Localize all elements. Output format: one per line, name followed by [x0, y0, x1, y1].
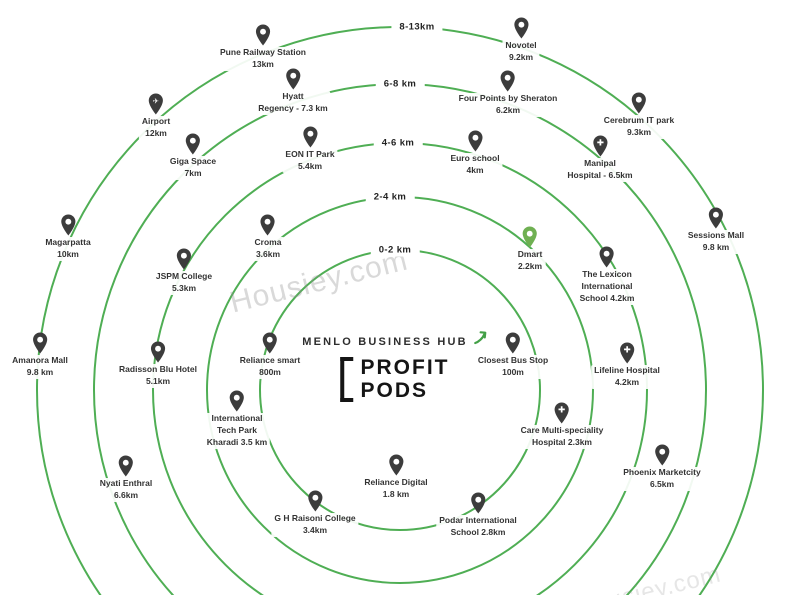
- hospital-pin-icon: [592, 135, 608, 158]
- landmark-radisson-blu-hotel: Radisson Blu Hotel 5.1km: [116, 341, 200, 388]
- landmark-label: Cerebrum IT park 9.3km: [600, 115, 678, 139]
- mall-pin-icon: [708, 207, 724, 230]
- plane-pin-icon: ✈: [148, 93, 164, 116]
- landmark-label: Novotel 9.2km: [502, 40, 540, 64]
- landmark-label: Nyati Enthral 6.6km: [96, 478, 156, 502]
- landmark-label: Reliance Digital 1.8 km: [361, 477, 431, 501]
- hospital-pin-icon: [619, 342, 635, 365]
- landmark-label: Hyatt Regency - 7.3 km: [255, 91, 331, 115]
- bus-pin-icon: [505, 332, 521, 355]
- landmark-label: JSPM College 5.3km: [152, 271, 216, 295]
- school-pin-icon: [307, 490, 323, 513]
- building-pin-icon: [118, 455, 134, 478]
- landmark-label: Phoenix Marketcity 6.5km: [620, 467, 704, 491]
- hotel-pin-icon: [500, 70, 516, 93]
- logo-text: PROFIT PODS: [360, 356, 450, 402]
- landmark-euro-school: Euro school 4km: [447, 130, 503, 177]
- ring-distance-label: 2-4 km: [365, 190, 415, 204]
- landmark-magarpatta: Magarpatta 10km: [42, 214, 94, 261]
- landmark-the-lexicon: The Lexicon International School 4.2km: [576, 246, 638, 305]
- landmark-label: Podar International School 2.8km: [436, 515, 520, 539]
- landmark-croma: Croma 3.6km: [251, 214, 285, 261]
- landmark-cerebrum-it-park: Cerebrum IT park 9.3km: [600, 92, 678, 139]
- landmark-label: Sessions Mall 9.8 km: [684, 230, 748, 254]
- landmark-label: Croma 3.6km: [251, 237, 285, 261]
- landmark-label: Manipal Hospital - 6.5km: [564, 158, 636, 182]
- landmark-pune-railway-station: Pune Railway Station 13km: [217, 24, 309, 71]
- profit-pods-logo: PROFIT PODS: [340, 356, 450, 403]
- building-pin-icon: [631, 92, 647, 115]
- landmark-novotel: Novotel 9.2km: [502, 17, 540, 64]
- landmark-sessions-mall: Sessions Mall 9.8 km: [684, 207, 748, 254]
- landmark-podar-international: Podar International School 2.8km: [436, 492, 520, 539]
- center-hub: MENLO BUSINESS HUB PROFIT PODS: [302, 330, 488, 403]
- landmark-hyatt: Hyatt Regency - 7.3 km: [255, 68, 331, 115]
- landmark-label: EON IT Park 5.4km: [282, 149, 338, 173]
- landmark-label: Airport 12km: [138, 116, 174, 140]
- school-pin-icon: [470, 492, 486, 515]
- landmark-reliance-digital: Reliance Digital 1.8 km: [361, 454, 431, 501]
- train-pin-icon: [255, 24, 271, 47]
- landmark-airport: ✈ Airport 12km: [138, 93, 174, 140]
- logo-line-2: PODS: [360, 378, 429, 402]
- landmark-label: Pune Railway Station 13km: [217, 47, 309, 71]
- landmark-jspm-college: JSPM College 5.3km: [152, 248, 216, 295]
- ring-distance-label: 4-6 km: [373, 136, 423, 150]
- landmark-amanora-mall: Amanora Mall 9.8 km: [9, 332, 71, 379]
- landmark-label: Giga Space 7km: [166, 156, 220, 180]
- landmark-reliance-smart: Reliance smart 800m: [236, 332, 304, 379]
- hub-title: MENLO BUSINESS HUB: [302, 330, 488, 348]
- landmark-closest-bus-stop: Closest Bus Stop 100m: [474, 332, 552, 379]
- building-pin-icon: [302, 126, 318, 149]
- hub-title-text: MENLO BUSINESS HUB: [302, 336, 468, 348]
- landmark-label: Lifeline Hospital 4.2km: [591, 365, 663, 389]
- ring-distance-label: 0-2 km: [370, 243, 420, 257]
- landmark-label: G H Raisoni College 3.4km: [271, 513, 359, 537]
- mall-pin-icon: [32, 332, 48, 355]
- landmark-phoenix-marketcity: Phoenix Marketcity 6.5km: [620, 444, 704, 491]
- landmark-label: Care Multi-speciality Hospital 2.3km: [517, 425, 607, 449]
- hotel-pin-icon: [285, 68, 301, 91]
- landmark-international: International Tech Park Kharadi 3.5 km: [203, 390, 271, 449]
- landmark-manipal: Manipal Hospital - 6.5km: [564, 135, 636, 182]
- growth-arrow-icon: [473, 331, 486, 345]
- landmark-eon-it-park: EON IT Park 5.4km: [282, 126, 338, 173]
- landmark-four-points-by-sheraton: Four Points by Sheraton 6.2km: [455, 70, 561, 117]
- school-pin-icon: [467, 130, 483, 153]
- landmark-dmart: Dmart 2.2km: [514, 226, 546, 273]
- logo-line-1: PROFIT: [360, 356, 450, 379]
- landmark-label: Reliance smart 800m: [236, 355, 304, 379]
- building-pin-icon: [229, 390, 245, 413]
- landmark-label: The Lexicon International School 4.2km: [576, 269, 638, 305]
- school-pin-icon: [599, 246, 615, 269]
- landmark-label: Magarpatta 10km: [42, 237, 94, 261]
- store-pin-icon: [260, 214, 276, 237]
- landmark-giga-space: Giga Space 7km: [166, 133, 220, 180]
- building-pin-icon: [60, 214, 76, 237]
- landmark-label: Amanora Mall 9.8 km: [9, 355, 71, 379]
- ring-distance-label: 6-8 km: [375, 77, 425, 91]
- building-pin-icon: [185, 133, 201, 156]
- landmark-g-h-raisoni-college: G H Raisoni College 3.4km: [271, 490, 359, 537]
- hotel-pin-icon: [513, 17, 529, 40]
- store-pin-icon: [388, 454, 404, 477]
- landmark-label: Dmart 2.2km: [514, 249, 546, 273]
- school-pin-icon: [176, 248, 192, 271]
- landmark-lifeline-hospital: Lifeline Hospital 4.2km: [591, 342, 663, 389]
- mall-pin-icon: [654, 444, 670, 467]
- landmark-nyati-enthral: Nyati Enthral 6.6km: [96, 455, 156, 502]
- landmark-label: Four Points by Sheraton 6.2km: [455, 93, 561, 117]
- landmark-care-multi-speciality: Care Multi-speciality Hospital 2.3km: [517, 402, 607, 449]
- cart-pin-icon: [522, 226, 538, 249]
- svg-text:✈: ✈: [153, 96, 159, 105]
- hotel-pin-icon: [150, 341, 166, 364]
- logo-bracket-icon: [340, 357, 354, 403]
- hospital-pin-icon: [554, 402, 570, 425]
- ring-distance-label: 8-13km: [391, 20, 443, 34]
- landmark-label: Radisson Blu Hotel 5.1km: [116, 364, 200, 388]
- landmark-label: Closest Bus Stop 100m: [474, 355, 552, 379]
- cart-pin-icon: [262, 332, 278, 355]
- landmark-label: International Tech Park Kharadi 3.5 km: [203, 413, 271, 449]
- landmark-label: Euro school 4km: [447, 153, 503, 177]
